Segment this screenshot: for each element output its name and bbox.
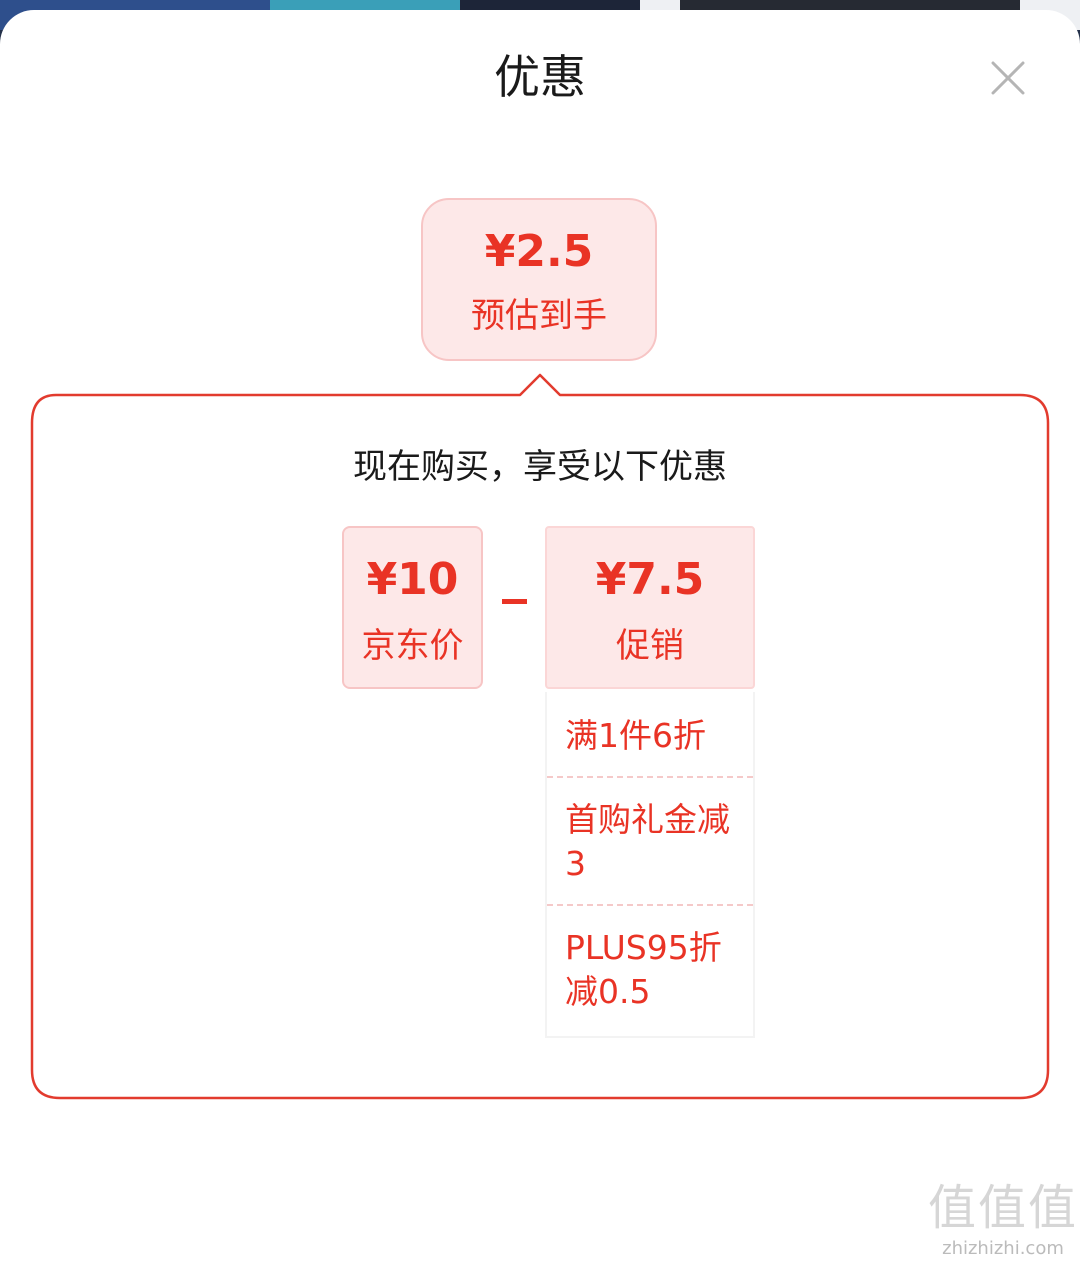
promotion-detail-item: 首购礼金减3: [547, 776, 753, 904]
watermark-logo: 值值值: [928, 1180, 1079, 1236]
base-price-box: ¥10 京东价: [342, 526, 483, 689]
close-icon: [991, 61, 1025, 95]
estimated-price-amount: ¥2.5: [484, 226, 594, 277]
promotion-detail-item: 满1件6折: [565, 716, 706, 755]
watermark-url: zhizhizhi.com: [942, 1238, 1064, 1259]
minus-icon: [502, 599, 527, 604]
base-price-amount: ¥10: [366, 554, 459, 605]
base-price-label: 京东价: [361, 626, 464, 666]
promotion-detail-list: 满1件6折 首购礼金减3 PLUS95折减0.5: [545, 692, 755, 1038]
estimated-price-box: ¥2.5 预估到手: [421, 198, 657, 361]
breakdown-subtitle: 现在购买，享受以下优惠: [353, 447, 727, 487]
promotion-amount: ¥7.5: [595, 554, 705, 605]
promotion-label: 促销: [616, 626, 684, 666]
close-button[interactable]: [982, 52, 1034, 104]
estimated-price-label: 预估到手: [471, 296, 607, 336]
promotion-box: ¥7.5 促销: [545, 526, 755, 689]
sheet-title: 优惠: [494, 50, 586, 104]
watermark: 值值值 zhizhizhi.com: [928, 1180, 1078, 1262]
promotion-detail-item: PLUS95折减0.5: [547, 904, 753, 1036]
